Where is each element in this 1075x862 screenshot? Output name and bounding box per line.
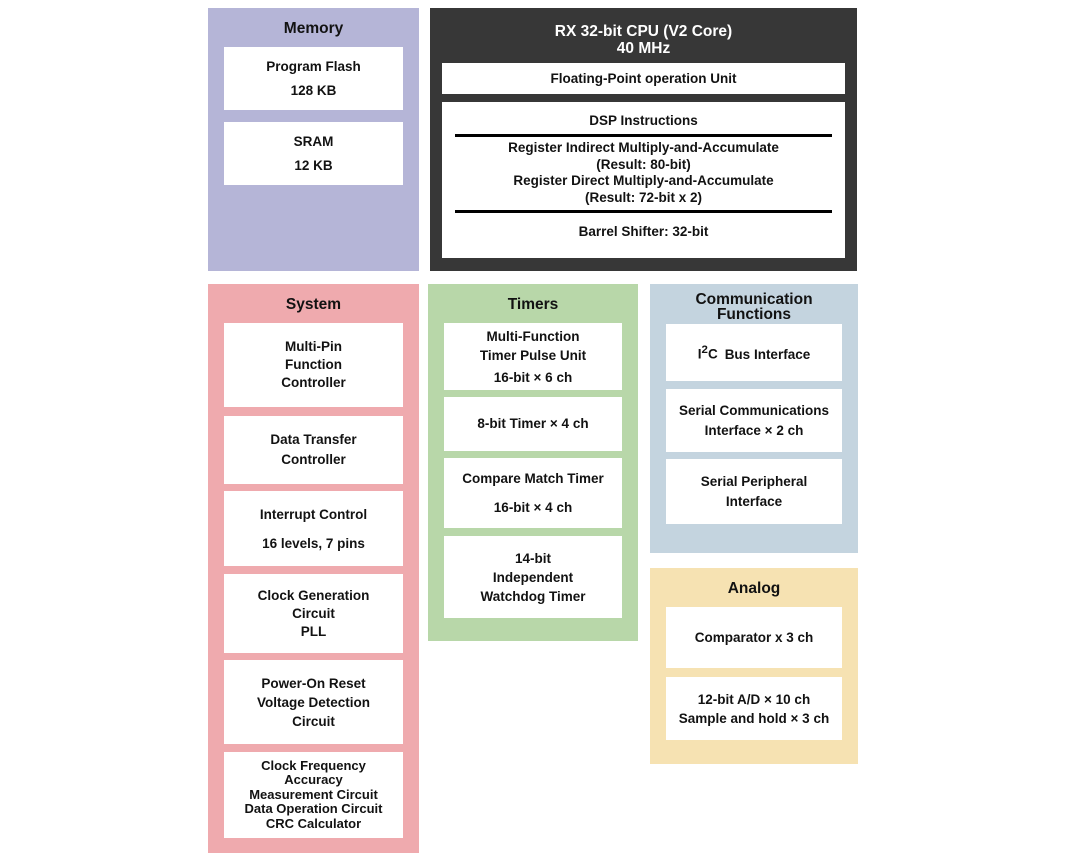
block-line: Comparator x 3 ch [694, 629, 814, 645]
block-line: Interface [725, 493, 783, 509]
comparator-block: Comparator x 3 ch [666, 607, 842, 668]
block-line: Watchdog Timer [480, 588, 586, 604]
block-line: 8-bit Timer × 4 ch [477, 416, 589, 431]
block-line: Function [285, 357, 342, 372]
block-line: Accuracy [284, 772, 343, 788]
block-line: 12 KB [294, 157, 333, 173]
memory-panel: Memory Program Flash 128 KB SRAM 12 KB [208, 8, 419, 271]
block-line: Serial Peripheral [700, 473, 808, 489]
serial-communications-interface-block: Serial Communications Interface × 2 ch [666, 389, 842, 452]
block-line: PLL [300, 623, 327, 639]
8-bit-timer-block: 8-bit Timer × 4 ch [444, 397, 622, 451]
dsp-line: (Result: 80-bit) [596, 156, 691, 172]
dsp-line: Register Indirect Multiply-and-Accumulat… [508, 140, 779, 155]
sram-block: SRAM 12 KB [224, 122, 403, 185]
block-line: Timer Pulse Unit [479, 347, 587, 363]
block-line: Controller [281, 452, 346, 467]
dsp-title: DSP Instructions [589, 113, 698, 128]
block-line: Clock Frequency [261, 757, 366, 773]
block-line: 16 levels, 7 pins [262, 535, 365, 551]
block-line: SRAM [293, 133, 334, 149]
panel-title-line: Communication [695, 291, 813, 308]
block-line: Program Flash [266, 58, 361, 74]
independent-watchdog-timer-block: 14-bit Independent Watchdog Timer [444, 536, 622, 618]
dsp-line: Register Direct Multiply-and-Accumulate [513, 173, 774, 188]
block-line: Voltage Detection [256, 694, 371, 710]
system-panel: System Multi-Pin Function Controller Dat… [208, 284, 419, 853]
timers-panel-title: Timers [507, 296, 559, 313]
communication-functions-panel: Communication Functions I2C Bus Interface… [650, 284, 858, 553]
i2c-base: I [697, 346, 702, 362]
barrel-shifter-line: Barrel Shifter: 32-bit [578, 224, 709, 239]
multi-function-timer-pulse-unit-block: Multi-Function Timer Pulse Unit 16-bit ×… [444, 323, 622, 390]
serial-peripheral-interface-block: Serial Peripheral Interface [666, 459, 842, 524]
block-line: 14-bit [514, 550, 551, 566]
block-line: 16-bit × 4 ch [493, 500, 573, 515]
adc-block: 12-bit A/D × 10 ch Sample and hold × 3 c… [666, 677, 842, 740]
block-line: CRC Calculator [265, 815, 362, 831]
block-line: Multi-Function [486, 328, 580, 344]
clock-generation-circuit-block: Clock Generation Circuit PLL [224, 574, 403, 653]
system-panel-title: System [285, 296, 342, 313]
block-line: 128 KB [290, 82, 337, 98]
communication-panel-title: Communication Functions [650, 284, 858, 323]
floating-point-unit-block: Floating-Point operation Unit [442, 63, 845, 94]
clock-frequency-accuracy-block: Clock Frequency Accuracy Measurement Cir… [224, 752, 403, 838]
dsp-instructions-block: DSP Instructions Register Indirect Multi… [442, 102, 845, 258]
cpu-title-line: RX 32-bit CPU (V2 Core) [554, 23, 733, 40]
block-line: Data Operation Circuit [244, 801, 383, 817]
block-line: Circuit [292, 713, 335, 729]
power-on-reset-block: Power-On Reset Voltage Detection Circuit [224, 660, 403, 744]
panel-title-line: Functions [716, 306, 792, 323]
cpu-panel-title: RX 32-bit CPU (V2 Core) 40 MHz [430, 8, 857, 57]
block-line: Serial Communications [678, 402, 830, 418]
block-line: 12-bit A/D × 10 ch [697, 691, 811, 707]
block-line: 16-bit × 6 ch [493, 369, 573, 385]
block-line: Sample and hold × 3 ch [678, 710, 830, 726]
i2c-rest: Bus Interface [724, 346, 811, 362]
block-line: Power-On Reset [261, 675, 366, 691]
analog-panel-title: Analog [727, 580, 781, 597]
memory-panel-title: Memory [283, 20, 344, 37]
dsp-divider [455, 210, 832, 213]
block-line: Interrupt Control [259, 506, 368, 522]
block-line: I2C Bus Interface [666, 341, 842, 364]
block-line: Independent [492, 569, 574, 585]
block-line: Interface × 2 ch [704, 422, 804, 438]
block-line: Data Transfer [270, 432, 357, 447]
block-line: Compare Match Timer [462, 471, 604, 486]
compare-match-timer-block: Compare Match Timer 16-bit × 4 ch [444, 458, 622, 528]
block-line: Clock Generation [257, 587, 370, 603]
block-line: Circuit [292, 605, 335, 621]
dsp-mac-lines: Register Indirect Multiply-and-Accumulat… [442, 140, 845, 206]
multi-pin-function-controller-block: Multi-Pin Function Controller [224, 323, 403, 407]
i2c-superscript: 2 [701, 344, 708, 357]
i2c-bus-interface-block: I2C Bus Interface [666, 324, 842, 381]
block-line: Multi-Pin [285, 339, 342, 354]
dsp-line: (Result: 72-bit x 2) [584, 189, 703, 205]
block-line: Controller [281, 375, 346, 390]
analog-panel: Analog Comparator x 3 ch 12-bit A/D × 10… [650, 568, 858, 764]
interrupt-control-block: Interrupt Control 16 levels, 7 pins [224, 491, 403, 566]
block-line: Measurement Circuit [249, 786, 378, 802]
cpu-panel: RX 32-bit CPU (V2 Core) 40 MHz Floating-… [430, 8, 857, 271]
program-flash-block: Program Flash 128 KB [224, 47, 403, 110]
dsp-divider [455, 134, 832, 137]
data-transfer-controller-block: Data Transfer Controller [224, 416, 403, 484]
timers-panel: Timers Multi-Function Timer Pulse Unit 1… [428, 284, 638, 641]
i2c-after: C [707, 346, 718, 362]
cpu-title-line: 40 MHz [616, 40, 671, 57]
